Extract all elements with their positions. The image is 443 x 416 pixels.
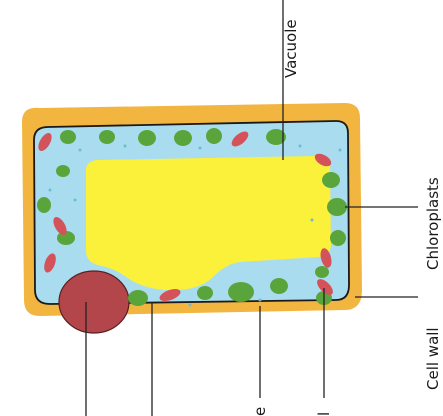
bottom-label-l: l (315, 412, 333, 416)
chloroplast (174, 130, 192, 146)
chloroplast (327, 198, 347, 216)
vacuole-label: Vacuole (282, 19, 300, 78)
cell-wall-label: Cell wall (424, 327, 442, 390)
chloroplast (270, 278, 288, 294)
nucleus (59, 271, 129, 333)
chloroplast (138, 130, 156, 146)
chloroplast (37, 197, 51, 213)
chloroplast (128, 290, 148, 306)
chloroplast (315, 266, 329, 278)
bottom-label-e: e (251, 407, 269, 416)
chloroplast (56, 165, 70, 177)
chloroplast (322, 172, 340, 188)
chloroplast (197, 286, 213, 300)
chloroplast (330, 230, 346, 246)
chloroplast (99, 130, 115, 144)
chloroplast (206, 128, 222, 144)
chloroplasts-label: Chloroplasts (424, 177, 442, 270)
chloroplast (228, 282, 254, 302)
chloroplast (60, 130, 76, 144)
